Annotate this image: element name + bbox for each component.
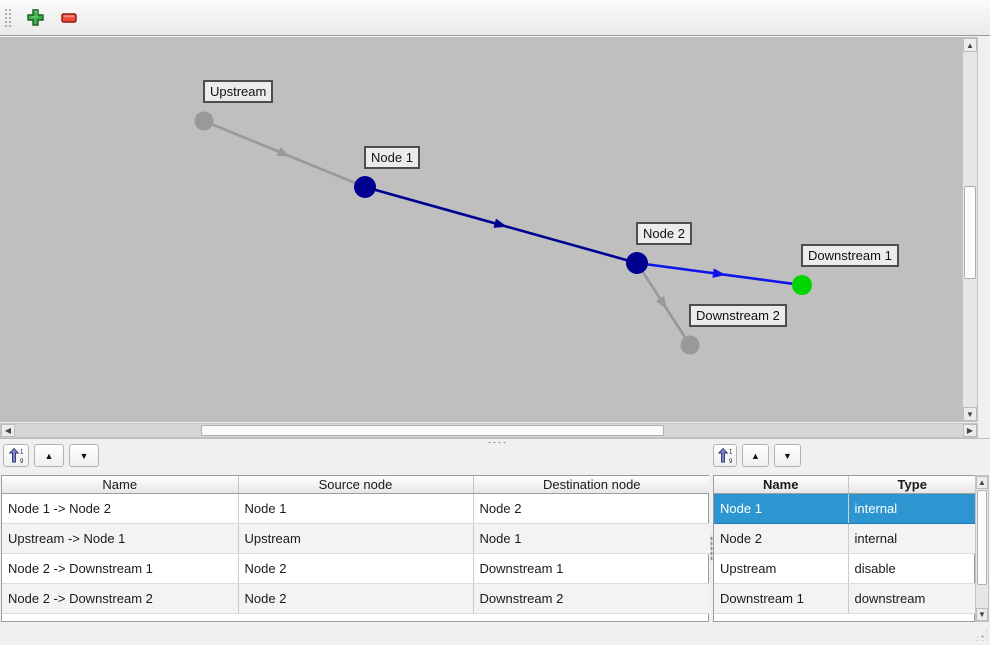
graph-node-downstream1[interactable] <box>792 275 812 295</box>
scroll-down-icon[interactable]: ▼ <box>976 608 988 621</box>
edge-arrow-icon <box>712 268 726 278</box>
graph-svg <box>194 111 812 355</box>
table-cell[interactable]: downstream <box>848 583 976 614</box>
edge-table-header-row: Name Source node Destination node <box>2 476 710 494</box>
canvas-vscrollbar[interactable]: ▲ ▼ <box>962 37 978 422</box>
status-strip <box>0 623 990 645</box>
table-cell[interactable]: Node 2 <box>473 493 710 524</box>
edge-table: Name Source node Destination node Node 1… <box>1 475 710 622</box>
edge-arrow-icon <box>276 147 291 157</box>
svg-text:9: 9 <box>20 459 24 464</box>
plus-icon <box>26 9 44 26</box>
svg-text:9: 9 <box>729 459 733 464</box>
edge-col-name[interactable]: Name <box>2 476 239 494</box>
table-cell[interactable]: Downstream 1 <box>473 553 710 584</box>
table-cell[interactable]: Node 1 -> Node 2 <box>2 493 239 524</box>
node-col-type[interactable]: Type <box>848 476 976 494</box>
up-triangle-icon: ▲ <box>44 450 54 461</box>
splitter-grip-icon <box>710 535 713 561</box>
minus-icon <box>61 12 77 23</box>
node-table-vscrollbar[interactable]: ▲ ▼ <box>975 475 989 622</box>
table-cell[interactable]: Node 2 <box>238 583 474 614</box>
node-table-vscroll-thumb[interactable] <box>977 490 987 585</box>
table-cell[interactable]: internal <box>848 523 976 554</box>
remove-node-button[interactable] <box>55 4 83 32</box>
table-cell[interactable]: Upstream <box>238 523 474 554</box>
scroll-down-icon[interactable]: ▼ <box>963 407 977 421</box>
canvas-hscrollbar[interactable]: ◀ ▶ <box>0 423 978 438</box>
graph-node-node1[interactable] <box>354 176 376 198</box>
canvas-hscroll-thumb[interactable] <box>201 425 664 436</box>
canvas-vscroll-thumb[interactable] <box>964 186 976 279</box>
table-cell[interactable]: Node 1 <box>473 523 710 554</box>
up-triangle-icon: ▲ <box>751 450 760 461</box>
graph-node-downstream2[interactable] <box>680 335 700 355</box>
edge-col-source[interactable]: Source node <box>238 476 474 494</box>
toolbar-grip[interactable] <box>3 6 11 29</box>
table-cell[interactable]: Upstream -> Node 1 <box>2 523 239 554</box>
splitter-grip-icon <box>486 440 508 443</box>
table-cell[interactable]: Downstream 2 <box>473 583 710 614</box>
add-node-button[interactable] <box>21 4 49 32</box>
scroll-up-icon[interactable]: ▲ <box>963 38 977 52</box>
svg-text:1: 1 <box>729 450 733 456</box>
table-cell[interactable]: Node 1 <box>238 493 474 524</box>
node-sort-button[interactable]: 1 9 <box>713 444 737 467</box>
scroll-right-icon[interactable]: ▶ <box>963 424 977 437</box>
horizontal-splitter[interactable] <box>0 438 990 443</box>
table-cell[interactable]: Node 2 -> Downstream 1 <box>2 553 239 584</box>
edge-col-destination[interactable]: Destination node <box>473 476 710 494</box>
edge-arrow-icon <box>655 295 668 310</box>
edge-panel-toolbar: 1 9 ▲ ▼ <box>3 444 99 468</box>
edge-sort-button[interactable]: 1 9 <box>3 444 29 467</box>
table-cell[interactable]: Node 2 <box>238 553 474 584</box>
table-cell[interactable]: Node 2 <box>714 523 849 554</box>
sort-ascending-icon: 1 9 <box>717 447 733 464</box>
sort-ascending-icon: 1 9 <box>8 447 24 464</box>
main-toolbar <box>0 0 990 36</box>
table-cell[interactable]: disable <box>848 553 976 584</box>
table-cell[interactable]: internal <box>848 493 976 524</box>
svg-text:1: 1 <box>20 450 24 456</box>
node-table-header-row: Name Type <box>714 476 976 494</box>
edge-move-up-button[interactable]: ▲ <box>34 444 64 467</box>
edge-arrow-icon <box>493 218 508 228</box>
graph-node-upstream[interactable] <box>194 111 214 131</box>
node-col-name[interactable]: Name <box>714 476 849 494</box>
vertical-splitter[interactable] <box>709 475 713 622</box>
node-move-down-button[interactable]: ▼ <box>774 444 801 467</box>
table-cell[interactable]: Upstream <box>714 553 849 584</box>
table-cell[interactable]: Node 1 <box>714 493 849 524</box>
graph-node-node2[interactable] <box>626 252 648 274</box>
node-panel-toolbar: 1 9 ▲ ▼ <box>713 444 801 468</box>
table-cell[interactable]: Downstream 1 <box>714 583 849 614</box>
scroll-left-icon[interactable]: ◀ <box>1 424 15 437</box>
scroll-up-icon[interactable]: ▲ <box>976 476 988 489</box>
node-move-up-button[interactable]: ▲ <box>742 444 769 467</box>
down-triangle-icon: ▼ <box>79 450 89 461</box>
table-cell[interactable]: Node 2 -> Downstream 2 <box>2 583 239 614</box>
down-triangle-icon: ▼ <box>783 450 792 461</box>
edge-move-down-button[interactable]: ▼ <box>69 444 99 467</box>
